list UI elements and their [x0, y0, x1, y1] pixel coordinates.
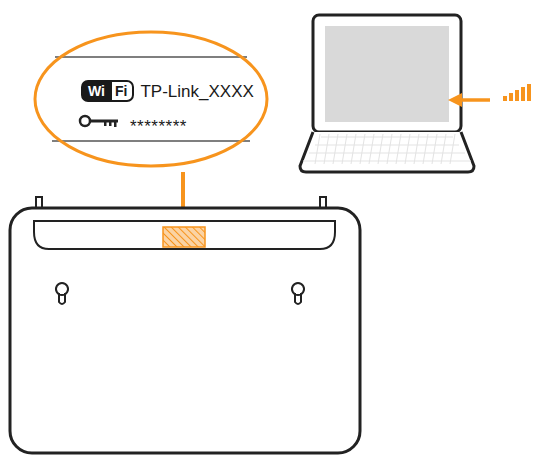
wifi-logo-wi: Wi: [81, 80, 110, 102]
key-icon: [80, 116, 118, 127]
router-body: [10, 197, 360, 453]
network-name: TP-Link_XXXX: [140, 83, 253, 100]
label-sticker: [163, 227, 205, 247]
mount-hole: [56, 283, 68, 304]
wifi-password: ********: [130, 118, 187, 135]
wifi-callout: WiFi TP-Link_XXXX ********: [33, 30, 269, 168]
laptop-icon: [300, 15, 474, 172]
wifi-logo-fi: Fi: [110, 80, 134, 102]
mount-hole: [292, 283, 304, 304]
signal-icon: [448, 84, 531, 107]
